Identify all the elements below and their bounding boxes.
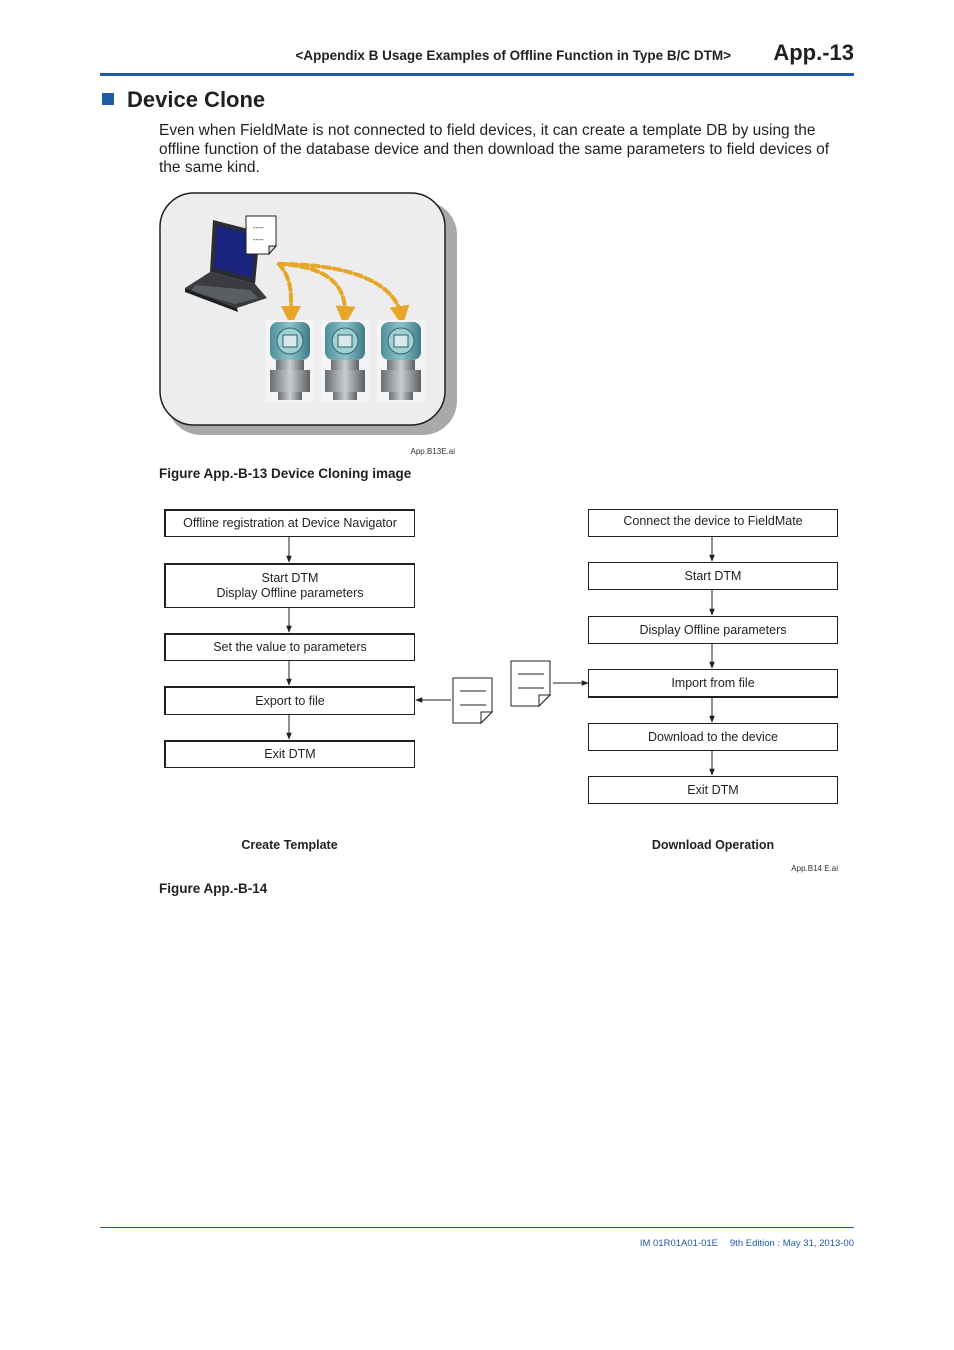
step-set-value: Set the value to parameters [164, 633, 415, 661]
step-connect-device: Connect the device to FieldMate [588, 509, 838, 537]
step-display-offline-right: Display Offline parameters [588, 616, 838, 644]
figure1-file-tag: App.B13E.ai [410, 447, 455, 456]
flow-connectors [286, 537, 715, 776]
step-import-from-file: Import from file [588, 669, 838, 698]
document-icon [245, 215, 278, 256]
section-title: Device Clone [127, 87, 266, 112]
step-export-to-file: Export to file [164, 686, 415, 715]
footer-doc-id: IM 01R01A01-01E [639, 1238, 718, 1249]
note-line-1: ---- [253, 223, 264, 232]
header-rule [100, 73, 854, 76]
step-download-to-device: Download to the device [588, 723, 838, 751]
section-bullet-icon [102, 93, 114, 105]
figure2-caption: Figure App.-B-14 [159, 881, 268, 896]
footer-edition: 9th Edition : May 31, 2013-00 [729, 1238, 854, 1249]
field-device-icon-1 [266, 320, 314, 402]
field-device-icon-2 [321, 320, 369, 402]
step-display-offline: Display Offline parameters [216, 586, 364, 600]
step-exit-dtm-left: Exit DTM [164, 740, 415, 768]
device-cloning-illustration: ---- ---- [159, 192, 457, 435]
label-download-operation: Download Operation [651, 838, 775, 852]
section-body: Even when FieldMate is not connected to … [159, 122, 830, 176]
step-start-dtm: Start DTM [261, 571, 319, 585]
note-line-2: ---- [253, 235, 264, 244]
step-exit-dtm-right: Exit DTM [588, 776, 838, 804]
field-device-icon-3 [377, 320, 425, 402]
step-start-dtm-right: Start DTM [588, 562, 838, 590]
figure2-file-tag: App.B14 E.ai [791, 864, 838, 873]
figure1-caption: Figure App.-B-13 Device Cloning image [159, 466, 412, 481]
label-create-template: Create Template [241, 838, 338, 852]
step-start-dtm-display: Start DTM Display Offline parameters [164, 563, 415, 608]
exported-file-icon [452, 677, 494, 725]
chapter-title: <Appendix B Usage Examples of Offline Fu… [295, 48, 731, 63]
footer-rule [100, 1227, 854, 1228]
step-offline-registration: Offline registration at Device Navigator [164, 509, 415, 537]
import-file-icon [510, 660, 552, 708]
page-number: App.-13 [773, 40, 854, 65]
clone-arrows [277, 262, 410, 326]
